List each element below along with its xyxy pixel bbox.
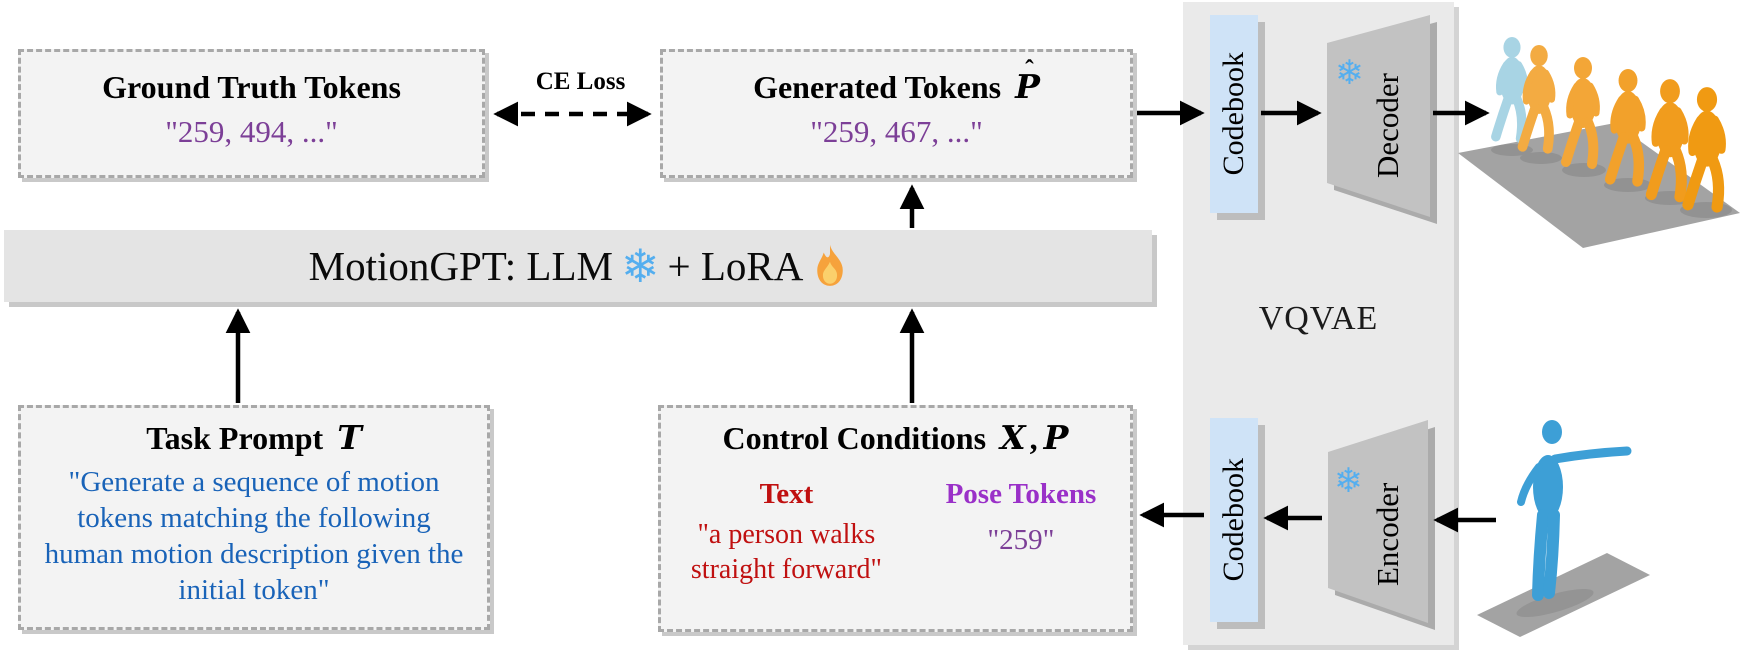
task-prompt-title: Task Prompt T xyxy=(146,418,362,457)
task-prompt-line: tokens matching the following xyxy=(77,502,431,534)
input-motion-scene xyxy=(1477,420,1650,637)
comma-separator: , xyxy=(1029,420,1038,456)
codebook-top-label: Codebook xyxy=(1217,52,1250,176)
initial-pose-figure xyxy=(1496,37,1525,139)
decoder-label: Decoder xyxy=(1370,72,1405,178)
text-condition-line: straight forward" xyxy=(690,554,882,585)
control-conditions-box: Control Conditions X , P Text "a person … xyxy=(658,405,1133,632)
task-prompt-text: "Generate a sequence of motion tokens ma… xyxy=(45,464,464,608)
task-prompt-box: Task Prompt T "Generate a sequence of mo… xyxy=(18,405,490,630)
generated-symbol: ˆ P xyxy=(1015,55,1040,106)
task-prompt-line: "Generate a sequence of motion xyxy=(68,466,440,498)
fire-icon xyxy=(817,244,844,286)
script-p-symbol: P xyxy=(1043,418,1069,457)
generated-title-text: Generated Tokens xyxy=(753,69,1002,105)
decoder-block: ❄ Decoder xyxy=(1327,15,1437,224)
motiongpt-bar-text2: + LoRA xyxy=(667,243,804,289)
snowflake-icon: ❄ xyxy=(1335,53,1364,93)
snowflake-icon: ❄ xyxy=(620,239,660,293)
script-p-symbol: P xyxy=(1015,67,1040,106)
hat-accent: ˆ xyxy=(1025,55,1034,84)
text-condition-line: "a person walks xyxy=(697,519,876,550)
generated-motion-scene xyxy=(1458,10,1740,248)
task-prompt-line: human motion description given the xyxy=(44,538,464,570)
pose-tokens-value: "259" xyxy=(987,524,1055,556)
script-x-symbol: X xyxy=(1000,418,1026,457)
encoder-block: ❄ Encoder xyxy=(1328,420,1435,630)
text-condition-column: Text "a person walks straight forward" xyxy=(661,478,912,587)
script-t-symbol: T xyxy=(337,418,362,457)
motiongpt-bar: MotionGPT: LLM ❄ + LoRA xyxy=(4,230,1152,302)
text-condition-label: Text xyxy=(759,478,814,510)
ground-truth-title: Ground Truth Tokens xyxy=(102,69,401,105)
pose-tokens-label: Pose Tokens xyxy=(945,478,1097,510)
ce-loss-label: CE Loss xyxy=(535,68,626,95)
codebook-bottom-label: Codebook xyxy=(1217,458,1250,582)
text-condition-value: "a person walks straight forward" xyxy=(661,517,912,587)
vqvae-label: VQVAE xyxy=(1258,300,1379,337)
input-pose-figure xyxy=(1517,420,1632,601)
decoder-shape xyxy=(1327,15,1430,217)
codebook-top: Codebook xyxy=(1210,15,1258,213)
task-prompt-title-text: Task Prompt xyxy=(146,420,324,456)
control-conditions-title: Control Conditions X , P xyxy=(722,418,1069,457)
control-conditions-columns: Text "a person walks straight forward" P… xyxy=(661,478,1130,587)
snowflake-icon: ❄ xyxy=(1334,461,1363,501)
task-prompt-line: initial token" xyxy=(178,574,330,606)
walking-figure xyxy=(1523,45,1552,149)
motiongpt-bar-text: MotionGPT: LLM xyxy=(308,243,613,289)
generated-title: Generated Tokens ˆ P xyxy=(753,55,1040,106)
pose-tokens-column: Pose Tokens "259" xyxy=(912,478,1130,587)
ground-truth-title-text: Ground Truth Tokens xyxy=(102,69,401,105)
generated-tokens-box: Generated Tokens ˆ P "259, 467, ..." xyxy=(660,49,1133,178)
control-conditions-title-text: Control Conditions xyxy=(722,420,987,456)
ground-truth-tokens-value: "259, 494, ..." xyxy=(165,114,338,149)
ground-truth-tokens-box: Ground Truth Tokens "259, 494, ..." xyxy=(18,49,485,178)
figure-shadow xyxy=(1516,588,1594,618)
codebook-bottom: Codebook xyxy=(1210,418,1258,622)
encoder-shape xyxy=(1328,420,1428,623)
generated-tokens-value: "259, 467, ..." xyxy=(810,114,983,149)
encoder-label: Encoder xyxy=(1370,482,1405,586)
